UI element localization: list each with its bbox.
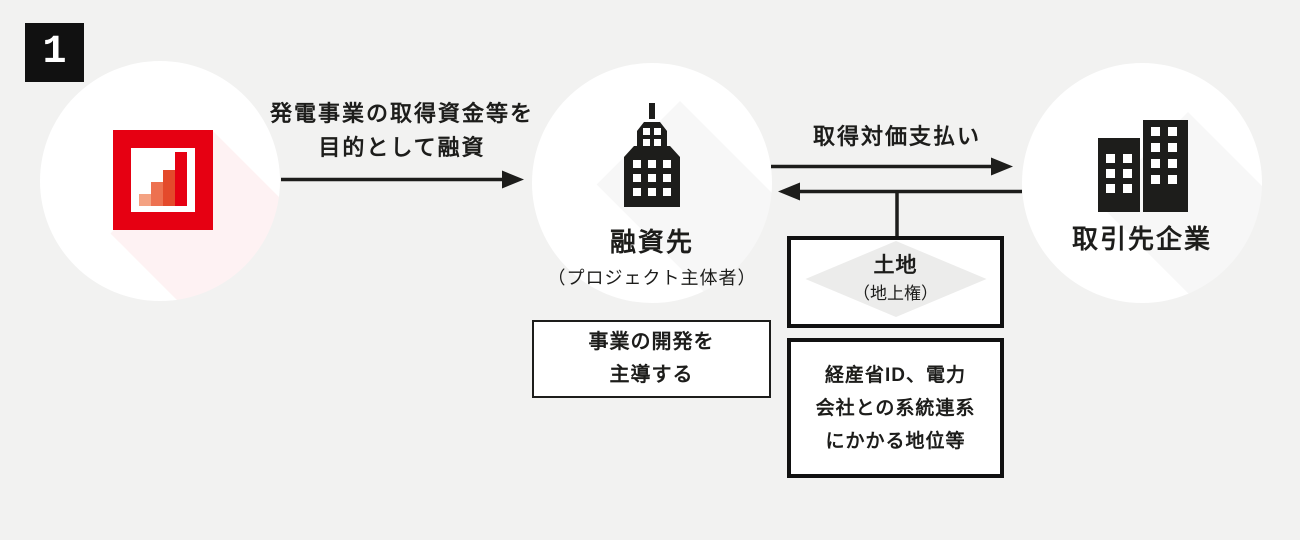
node-bank-circle	[40, 61, 280, 301]
payment-arrow-label: 取得対価支払い	[812, 124, 981, 149]
bar-chart-logo-icon	[113, 130, 213, 235]
loan-arrow-head	[502, 170, 524, 189]
role-box-line1: 事業の開発を	[588, 331, 715, 353]
land-box: 土地 （地上権）	[787, 236, 1004, 328]
logo-bar-1	[139, 194, 151, 206]
step-number-badge: 1	[25, 23, 84, 82]
rights-box-line3: にかかる地位等	[825, 430, 966, 452]
node-counterparty-circle	[1022, 63, 1262, 303]
logo-bar-2	[151, 182, 163, 206]
rights-box-line2: 会社との系統連系	[815, 397, 976, 419]
loan-arrow-label-line2: 目的として融資	[318, 135, 486, 160]
payment-arrow-head	[991, 157, 1013, 176]
borrower-subtitle: （プロジェクト主体者）	[547, 268, 757, 288]
loan-arrow-label: 発電事業の取得資金等を 目的として融資	[222, 97, 582, 165]
step-number: 1	[42, 30, 67, 75]
loan-arrow-label-line1: 発電事業の取得資金等を	[269, 101, 534, 126]
counterparty-title: 取引先企業	[1071, 224, 1212, 254]
logo-bar-4	[175, 152, 187, 206]
node-borrower-circle	[532, 63, 772, 303]
role-box-line2: 主導する	[609, 364, 694, 386]
role-box: 事業の開発を 主導する	[532, 320, 771, 398]
borrower-title: 融資先	[609, 227, 694, 257]
land-box-subtitle: （地上権）	[853, 284, 938, 303]
skyscraper-icon	[624, 103, 680, 212]
rights-box: 経産省ID、電力 会社との系統連系 にかかる地位等	[787, 338, 1004, 478]
rights-box-line1: 経産省ID、電力	[824, 364, 966, 386]
office-buildings-icon	[1098, 112, 1188, 217]
transfer-arrow-head	[778, 182, 800, 201]
land-box-title: 土地	[873, 254, 918, 277]
logo-bar-3	[163, 170, 175, 206]
